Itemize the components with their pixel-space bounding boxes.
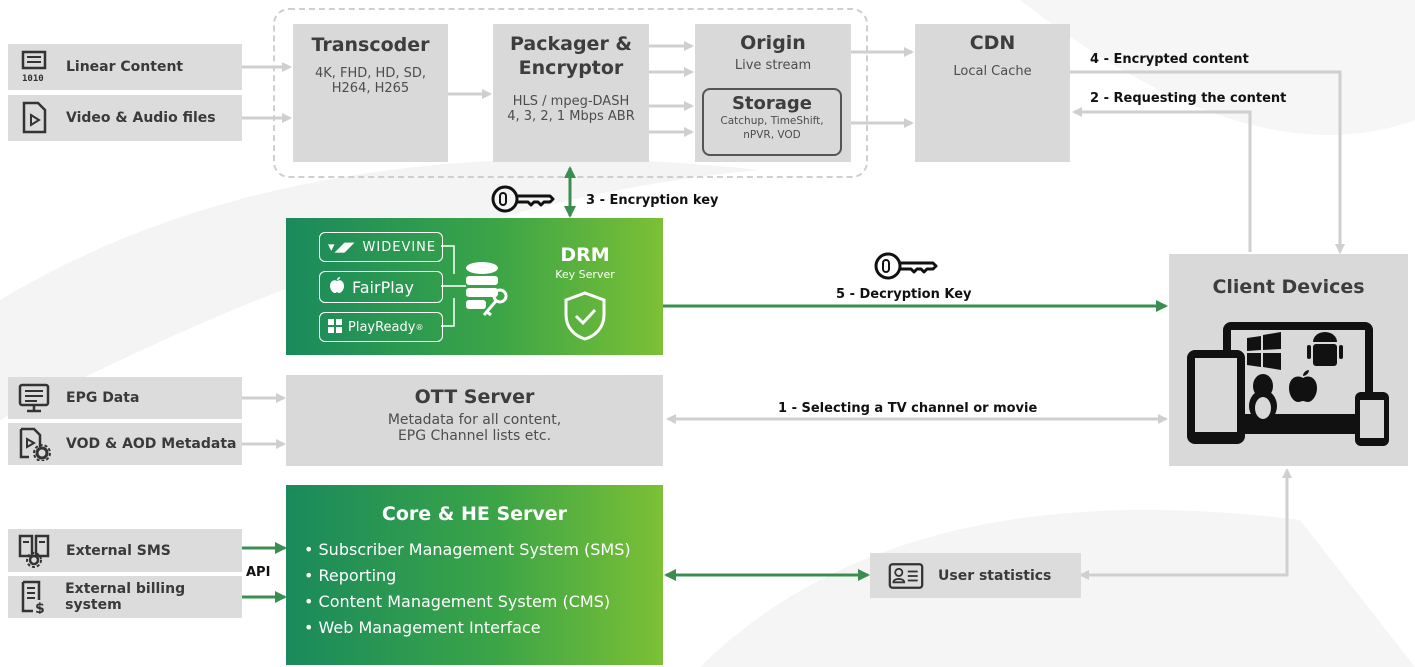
input-label: External SMS xyxy=(66,542,171,559)
input-label: Video & Audio files xyxy=(66,110,216,126)
input-vod-metadata: VOD & AOD Metadata xyxy=(8,423,242,465)
video-file-icon xyxy=(16,100,52,136)
cdn-sub: Local Cache xyxy=(953,64,1032,79)
apple-icon xyxy=(329,276,345,298)
edge-label-encrypted-content: 4 - Encrypted content xyxy=(1090,52,1249,67)
input-label: EPG Data xyxy=(66,390,140,406)
input-label: Linear Content xyxy=(66,59,184,75)
input-linear-content: 1010 Linear Content xyxy=(8,44,242,90)
packager-title-2: Encryptor xyxy=(518,57,624,79)
svg-text:1010: 1010 xyxy=(22,74,44,84)
transcoder-box: Transcoder 4K, FHD, HD, SD, H264, H265 xyxy=(293,24,448,162)
user-statistics-label: User statistics xyxy=(938,567,1052,584)
core-item: • Web Management Interface xyxy=(304,618,541,637)
origin-title: Origin xyxy=(740,32,806,54)
core-item: • Subscriber Management System (SMS) xyxy=(304,540,631,559)
cdn-title: CDN xyxy=(969,32,1016,54)
input-label: External billing system xyxy=(65,581,186,613)
vod-metadata-icon xyxy=(16,426,52,462)
decryption-key-icon xyxy=(873,251,939,281)
core-server-box: Core & HE Server • Subscriber Management… xyxy=(286,485,663,665)
drm-sub: Key Server xyxy=(555,268,615,281)
svg-text:$: $ xyxy=(35,601,45,614)
badge-connectors xyxy=(441,245,466,327)
input-video-audio: Video & Audio files xyxy=(8,95,242,141)
ott-title: OTT Server xyxy=(414,386,535,408)
input-external-sms: External SMS xyxy=(8,529,242,572)
edge-label-selecting: 1 - Selecting a TV channel or movie xyxy=(778,401,1038,416)
billing-icon: $ xyxy=(16,579,51,615)
packager-title-1: Packager & xyxy=(510,33,632,55)
packager-line2: 4, 3, 2, 1 Mbps ABR xyxy=(507,109,635,124)
widevine-icon: ▾◢◤ xyxy=(328,239,355,255)
storage-line2: nPVR, VOD xyxy=(743,129,801,141)
client-devices-box: Client Devices xyxy=(1169,254,1408,466)
core-item: • Content Management System (CMS) xyxy=(304,592,611,611)
database-key-icon xyxy=(464,260,510,320)
widevine-label: WIDEVINE xyxy=(362,239,437,255)
user-statistics-box: User statistics xyxy=(870,553,1081,598)
transcoder-line1: 4K, FHD, HD, SD, xyxy=(314,66,427,81)
external-sms-icon xyxy=(16,533,52,569)
storage-line1: Catchup, TimeShift, xyxy=(720,115,824,127)
edge-label-encryption-key: 3 - Encryption key xyxy=(586,193,719,208)
input-billing: $ External billing system xyxy=(8,576,242,618)
packager-line1: HLS / mpeg-DASH xyxy=(512,94,630,109)
devices-icon xyxy=(1187,322,1389,446)
key-icon xyxy=(490,184,556,214)
input-label: VOD & AOD Metadata xyxy=(66,436,237,452)
client-title: Client Devices xyxy=(1212,276,1365,298)
origin-sub: Live stream xyxy=(734,58,812,73)
packager-box: Packager & Encryptor HLS / mpeg-DASH 4, … xyxy=(493,24,649,162)
playready-mark: ® xyxy=(415,322,424,332)
core-item: • Reporting xyxy=(304,566,397,585)
core-title: Core & HE Server xyxy=(381,503,568,525)
edge-label-api: API xyxy=(246,565,271,580)
shield-check-icon xyxy=(562,290,608,342)
fairplay-badge: FairPlay xyxy=(319,271,443,303)
ott-server-box: OTT Server Metadata for all content, EPG… xyxy=(286,375,663,466)
drm-title: DRM xyxy=(560,244,610,266)
playready-label: PlayReady xyxy=(348,319,416,335)
input-epg-data: EPG Data xyxy=(8,377,242,419)
windows-icon xyxy=(328,318,342,337)
ott-line2: EPG Channel lists etc. xyxy=(397,428,552,444)
transcoder-title: Transcoder xyxy=(311,34,430,56)
ott-line1: Metadata for all content, xyxy=(387,412,562,428)
drm-box: ▾◢◤ WIDEVINE FairPlay PlayReady ® DRM Ke… xyxy=(286,218,663,355)
edge-label-decryption-key: 5 - Decryption Key xyxy=(836,287,972,302)
storage-box: Storage Catchup, TimeShift, nPVR, VOD xyxy=(702,88,842,156)
fairplay-label: FairPlay xyxy=(352,277,414,297)
user-card-icon xyxy=(888,558,924,594)
linear-content-icon: 1010 xyxy=(16,49,52,85)
storage-title: Storage xyxy=(731,93,813,114)
cdn-box: CDN Local Cache xyxy=(915,24,1070,162)
widevine-badge: ▾◢◤ WIDEVINE xyxy=(319,232,443,262)
edge-label-requesting-content: 2 - Requesting the content xyxy=(1090,91,1287,106)
transcoder-line2: H264, H265 xyxy=(331,81,410,96)
epg-data-icon xyxy=(16,380,52,416)
playready-badge: PlayReady ® xyxy=(319,312,443,342)
